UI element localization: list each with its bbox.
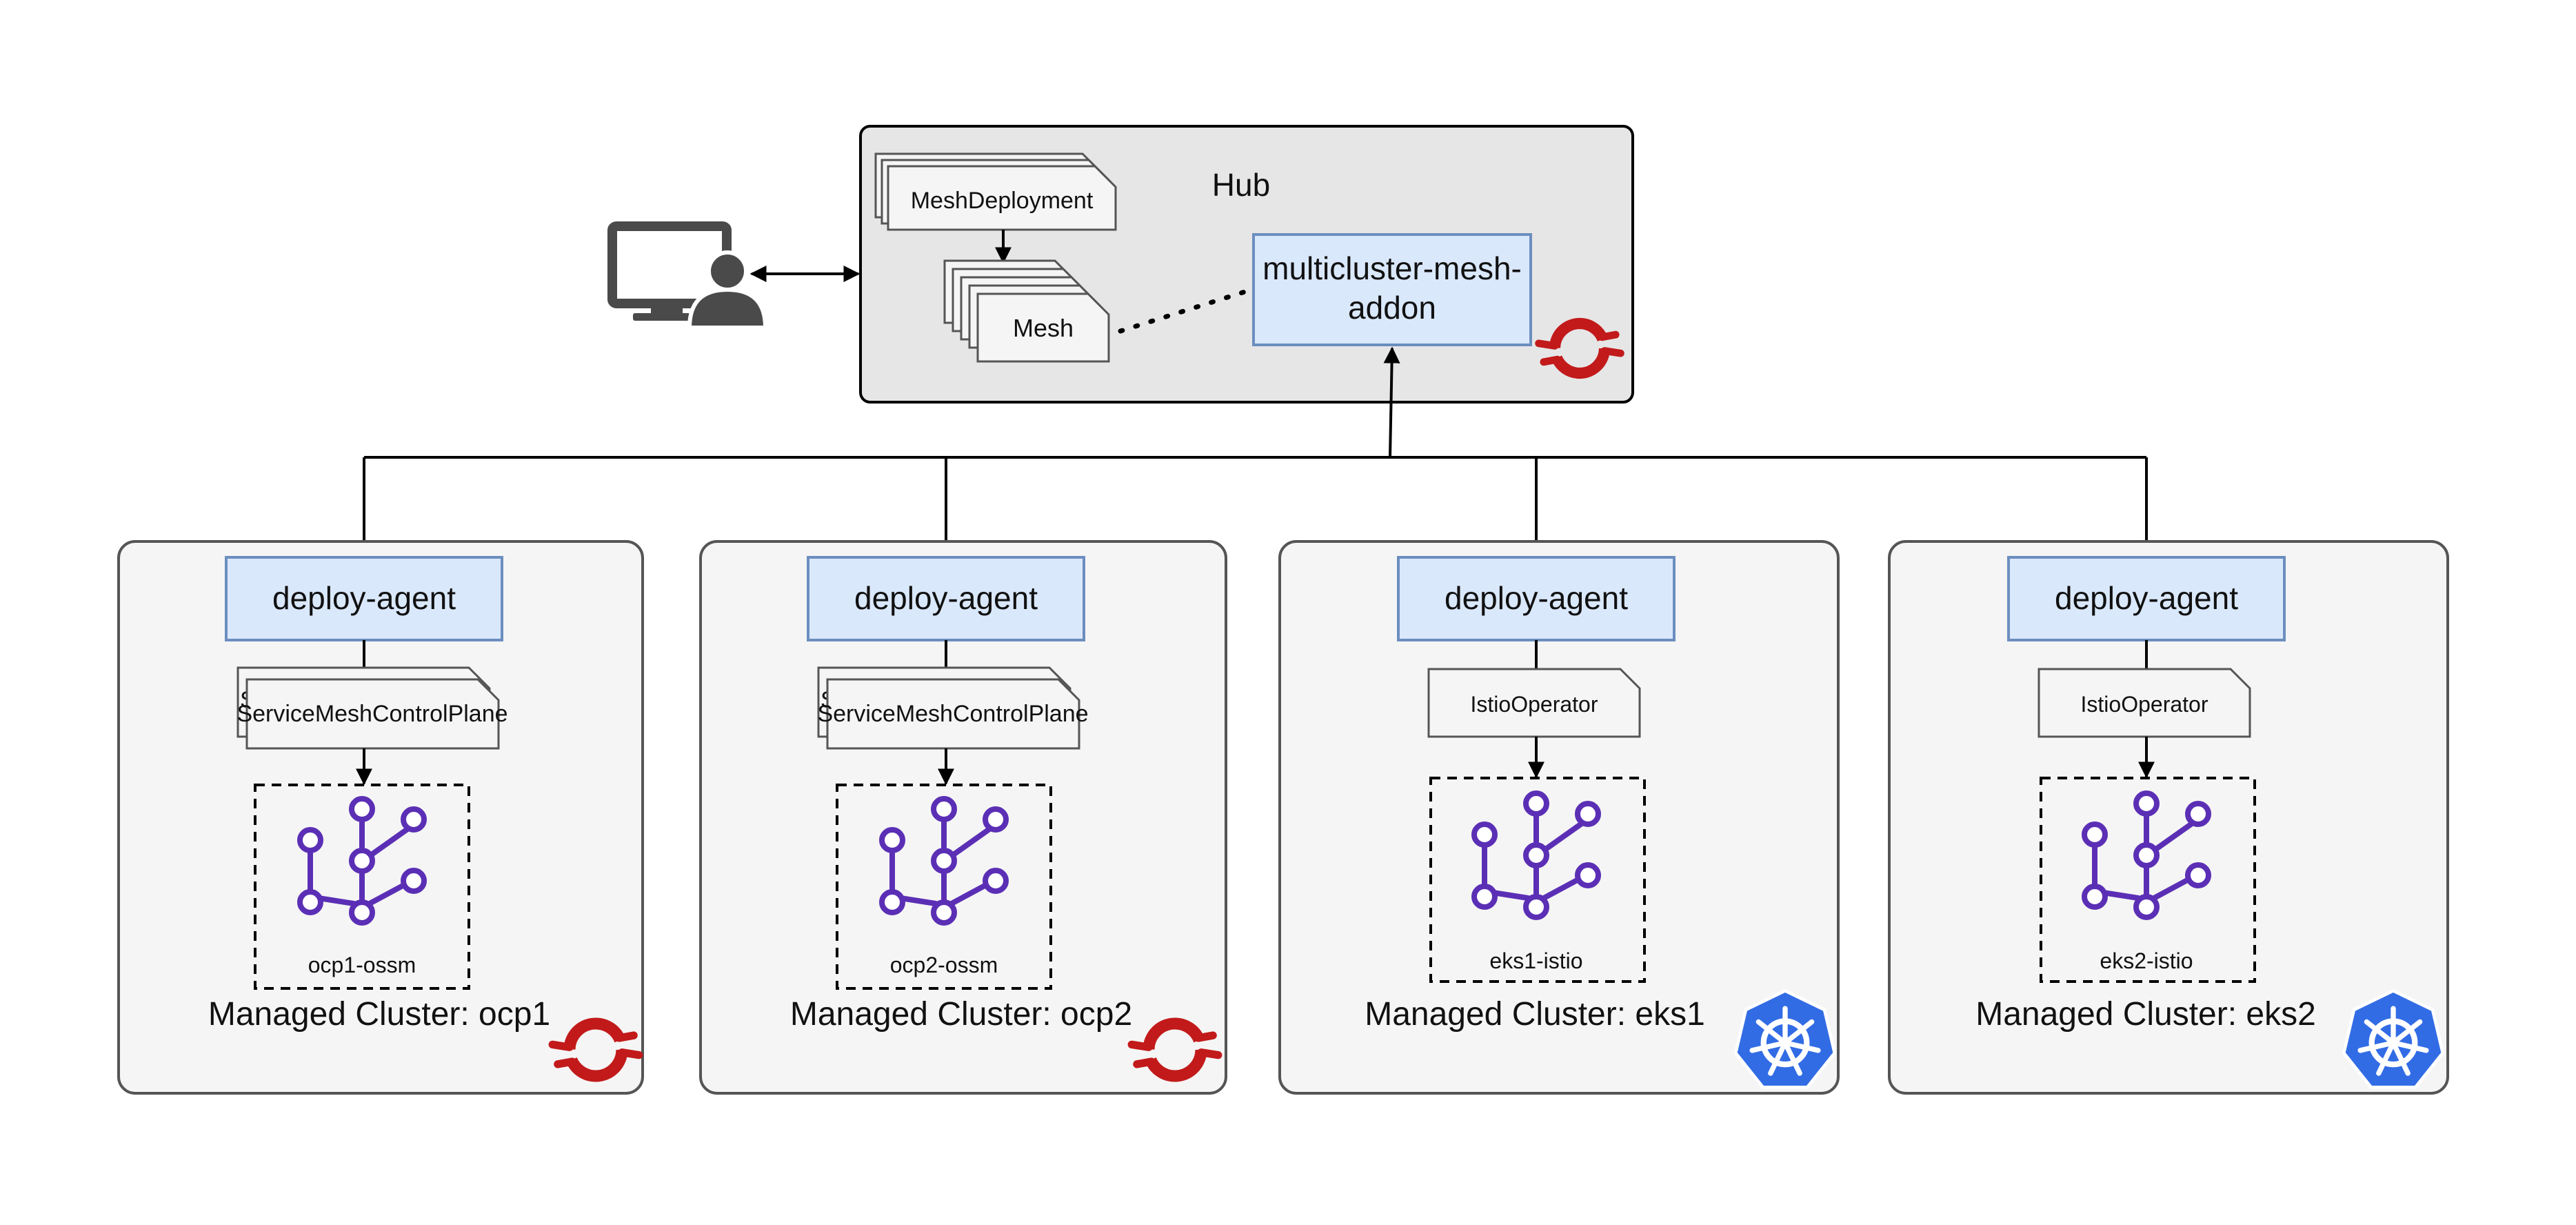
istio-operator-resource: IstioOperator [2037,668,2251,738]
cr-label: IstioOperator [2081,692,2208,717]
deploy-agent-label: deploy-agent [854,580,1038,616]
addon-label-line1: multicluster-mesh- [1262,250,1522,286]
mesh-deployment-resource: MeshDeployment [874,152,1117,231]
addon-label-line2: addon [1348,290,1436,326]
cluster-label: Managed Cluster: eks2 [1975,996,2316,1033]
managed-cluster-ocp1: deploy-agent S ServiceMeshControlPlane o… [117,540,643,1095]
mesh-instance-label: eks2-istio [2100,948,2193,973]
deploy-agent-box [225,556,503,641]
deploy-agent-box [1397,556,1676,641]
managed-cluster-eks2: deploy-agent IstioOperator eks2-istio Ma… [1888,540,2449,1095]
mesh-instance-label: ocp2-ossm [890,953,998,977]
deploy-agent-label: deploy-agent [1445,580,1628,616]
mesh-instance-box [254,784,470,990]
cr-label: ServiceMeshControlPlane [817,701,1088,727]
service-mesh-control-plane-resource: S ServiceMeshControlPlane [817,666,1089,750]
mesh-instance-label: ocp1-ossm [308,953,416,977]
mesh-instance-label: eks1-istio [1489,948,1582,973]
cr-label: IstioOperator [1471,692,1598,717]
multicluster-mesh-addon-box: multicluster-mesh- addon [1252,233,1532,346]
mesh-addon-link [1118,287,1254,334]
agents-to-addon-arrow [1383,346,1400,458]
cr-label: ServiceMeshControlPlane [237,701,507,727]
istio-operator-resource: IstioOperator [1427,668,1641,738]
mesh-instance-box [836,784,1052,990]
mesh-resource: Mesh [943,259,1110,363]
managed-cluster-ocp2: deploy-agent S ServiceMeshControlPlane o… [699,540,1227,1095]
managed-cluster-eks1: deploy-agent IstioOperator eks1-istio Ma… [1278,540,1840,1095]
cluster-label: Managed Cluster: ocp2 [790,996,1132,1033]
deploy-agent-label: deploy-agent [2055,580,2238,616]
service-mesh-control-plane-resource: S ServiceMeshControlPlane [237,666,508,750]
user-computer-icon [607,221,768,330]
mesh-instance-box [2040,777,2256,983]
mesh-label: Mesh [1013,314,1074,342]
hub-panel: Hub MeshDeployment Mesh multicluster-mes… [859,125,1634,404]
cluster-label: Managed Cluster: eks1 [1365,996,1705,1033]
mesh-instance-box [1429,777,1646,983]
cluster-label: Managed Cluster: ocp1 [208,996,550,1033]
deploy-agent-box [807,556,1085,641]
hub-title: Hub [1212,167,1270,203]
mesh-deployment-label: MeshDeployment [911,188,1094,214]
deploy-agent-box [2007,556,2286,641]
deploy-agent-label: deploy-agent [272,580,456,616]
